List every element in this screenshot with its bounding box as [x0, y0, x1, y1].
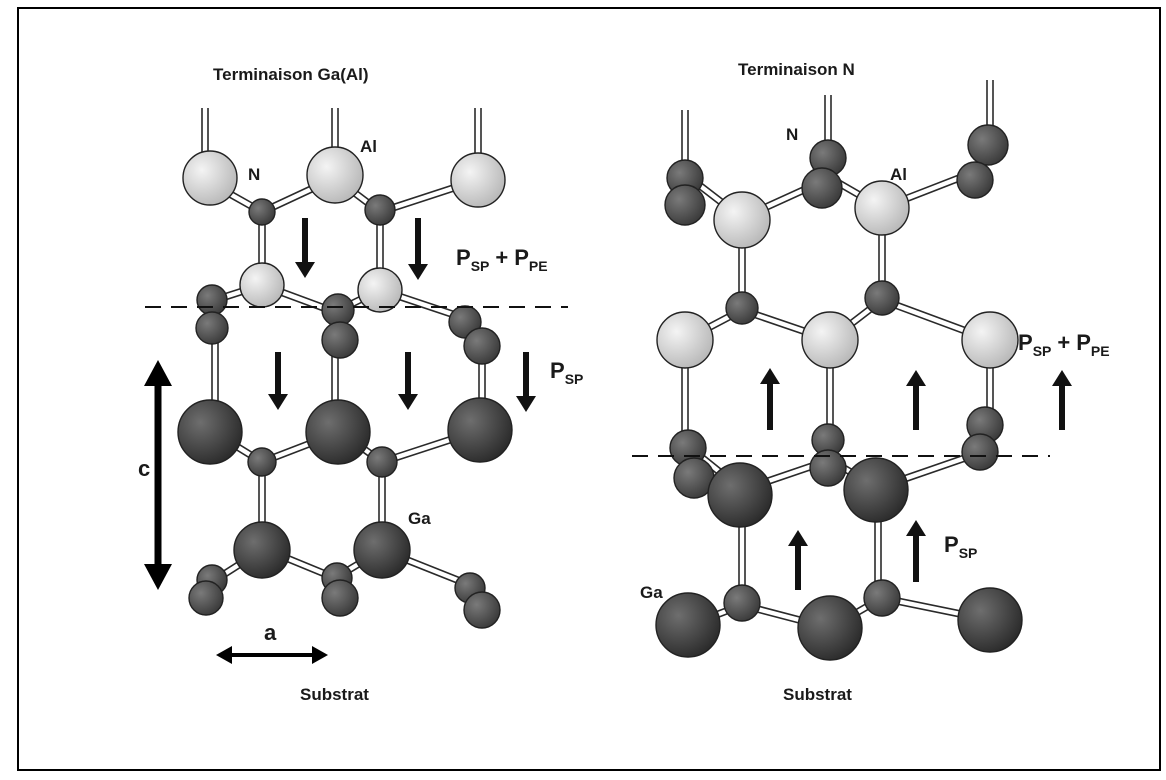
arrow-head [216, 646, 232, 664]
left-polarization-bottom: PSP [550, 358, 583, 387]
bond [681, 110, 689, 168]
dark-atom [707, 462, 773, 528]
polarization-arrow [408, 218, 428, 280]
lattice-a-label: a [264, 620, 277, 645]
mid-atom [725, 291, 759, 325]
mid-atom [196, 284, 228, 316]
mid-atom [664, 184, 706, 226]
mid-atom [809, 449, 847, 487]
polarization-arrow [516, 352, 536, 412]
mid-atom [366, 446, 398, 478]
polarization-arrow [398, 352, 418, 410]
polarization-arrow [295, 218, 315, 278]
arrow-head [268, 394, 288, 410]
polarization-arrow [788, 530, 808, 590]
light-atom [182, 150, 238, 206]
lattice-c-arrow [144, 360, 172, 590]
left-substrate: Substrat [300, 685, 369, 704]
dark-atom [353, 521, 411, 579]
polarization-arrows [144, 218, 1072, 664]
arrow-head [906, 370, 926, 386]
dark-atom [797, 595, 863, 661]
right-label-n: N [786, 125, 798, 144]
right-label-ga: Ga [640, 583, 663, 602]
mid-atom [188, 580, 224, 616]
mid-atom [967, 124, 1009, 166]
arrow-head [516, 396, 536, 412]
left-label-n: N [248, 165, 260, 184]
arrow-head [788, 530, 808, 546]
mid-atom [956, 161, 994, 199]
right-polarization-top: PSP+PPE [1018, 330, 1110, 359]
mid-atom [321, 579, 359, 617]
arrow-head [1052, 370, 1072, 386]
mid-atom [364, 194, 396, 226]
dark-atom [233, 521, 291, 579]
dark-atom [177, 399, 243, 465]
dark-atom [957, 587, 1023, 653]
mid-atom [863, 579, 901, 617]
light-atom [306, 146, 364, 204]
mid-atom [463, 591, 501, 629]
right-polarization-bottom: PSP [944, 532, 977, 561]
arrow-head [144, 564, 172, 590]
arrow-head [398, 394, 418, 410]
left-label-ga: Ga [408, 509, 431, 528]
polarization-arrow [268, 352, 288, 410]
arrow-head [295, 262, 315, 278]
dark-atom [843, 457, 909, 523]
mid-atom [247, 447, 277, 477]
dark-atom [305, 399, 371, 465]
polarization-arrow [1052, 370, 1072, 430]
figure-border [17, 7, 1161, 771]
light-atom [713, 191, 771, 249]
mid-atom [248, 198, 276, 226]
lattice-a-arrow [216, 646, 328, 664]
arrow-head [408, 264, 428, 280]
light-atom [801, 311, 859, 369]
light-atom [357, 267, 403, 313]
mid-atom [801, 167, 843, 209]
dark-atom [447, 397, 513, 463]
mid-atom [864, 280, 900, 316]
light-atom [961, 311, 1019, 369]
light-atom [450, 152, 506, 208]
polarization-arrow [906, 370, 926, 430]
right-label-al: Al [890, 165, 907, 184]
polarization-arrow [760, 368, 780, 430]
right-substrate: Substrat [783, 685, 852, 704]
arrow-head [760, 368, 780, 384]
mid-atom [321, 321, 359, 359]
mid-atom [961, 433, 999, 471]
left-polarization-top: PSP+PPE [456, 245, 548, 274]
lattice-c-label: c [138, 456, 150, 481]
light-atom [656, 311, 714, 369]
left-title: Terminaison Ga(Al) [213, 65, 369, 84]
atoms-layer [177, 124, 1023, 661]
mid-atom [321, 293, 355, 327]
light-atom [854, 180, 910, 236]
arrow-head [906, 520, 926, 536]
mid-atom [195, 311, 229, 345]
arrow-head [312, 646, 328, 664]
light-atom [239, 262, 285, 308]
left-label-al: Al [360, 137, 377, 156]
polarization-arrow [906, 520, 926, 582]
arrow-head [144, 360, 172, 386]
right-title: Terminaison N [738, 60, 855, 79]
mid-atom [723, 584, 761, 622]
dark-atom [655, 592, 721, 658]
mid-atom [463, 327, 501, 365]
